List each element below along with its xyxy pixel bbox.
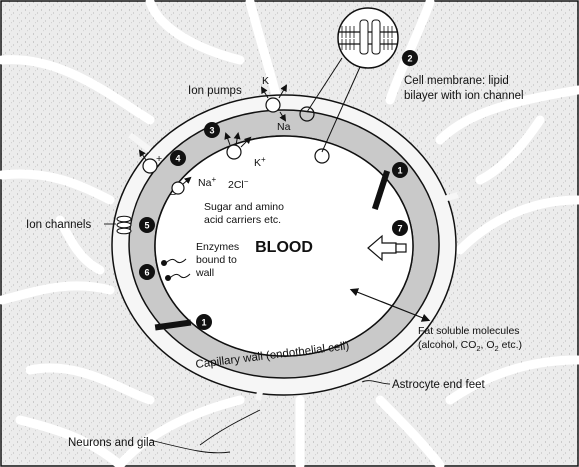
ion-k-plus: K+ bbox=[254, 155, 266, 169]
marker-7: 7 bbox=[392, 220, 408, 236]
marker-6: 6 bbox=[139, 264, 155, 280]
svg-text:1: 1 bbox=[397, 166, 402, 176]
fat-soluble-arrow bbox=[349, 288, 431, 322]
tight-junction-bottom bbox=[154, 319, 192, 331]
svg-text:6: 6 bbox=[144, 268, 149, 278]
ion-pump-3 bbox=[224, 132, 252, 160]
astrocyte-end-feet-label: Astrocyte end feet bbox=[392, 379, 485, 391]
enzymes-label-line2: bound to bbox=[196, 254, 237, 266]
marker-4: 4 bbox=[170, 150, 186, 166]
ion-na-plus: Na+ bbox=[198, 175, 216, 189]
marker-1-bottom: 1 bbox=[196, 314, 212, 330]
fat-soluble-label-line2: (alcohol, CO2, O2 etc.) bbox=[418, 339, 522, 353]
sugar-carriers-label-line2: acid carriers etc. bbox=[204, 214, 281, 226]
zoom-line-1 bbox=[306, 57, 343, 113]
marker-5: 5 bbox=[139, 217, 155, 233]
cell-membrane-label-line2: bilayer with ion channel bbox=[404, 90, 524, 102]
marker-1-top: 1 bbox=[392, 162, 408, 178]
ion-channels-label: Ion channels bbox=[26, 219, 91, 231]
membrane-zoom-spot-outer bbox=[299, 106, 315, 122]
ion-channels-icon bbox=[116, 215, 132, 235]
ion-na-top: Na bbox=[277, 121, 291, 133]
zoom-line-2 bbox=[321, 66, 361, 153]
transport-arrow-7 bbox=[367, 234, 407, 262]
tight-junction-top bbox=[371, 170, 391, 210]
svg-text:4: 4 bbox=[175, 154, 180, 164]
svg-text:7: 7 bbox=[397, 224, 402, 234]
svg-text:2: 2 bbox=[407, 54, 412, 64]
cell-membrane-label-line1: Cell membrane: lipid bbox=[404, 75, 509, 87]
ion-minus: − bbox=[170, 189, 176, 201]
ion-k-top: K bbox=[262, 75, 269, 87]
ion-pump-4 bbox=[138, 149, 192, 195]
ion-cl-minus: 2Cl− bbox=[228, 177, 249, 191]
neurons-glia-label: Neurons and gila bbox=[68, 437, 156, 449]
svg-text:3: 3 bbox=[209, 126, 214, 136]
end-feet-gaps bbox=[128, 132, 459, 401]
ion-pump-top bbox=[260, 84, 288, 122]
enzymes-icon bbox=[161, 258, 191, 281]
marker-2: 2 bbox=[402, 50, 418, 66]
blood-label: BLOOD bbox=[255, 239, 313, 256]
leader-lines bbox=[104, 223, 391, 454]
ion-pumps-label: Ion pumps bbox=[188, 85, 242, 97]
ion-plus: + bbox=[156, 153, 162, 165]
marker-3: 3 bbox=[204, 122, 220, 138]
svg-text:5: 5 bbox=[144, 221, 149, 231]
svg-text:1: 1 bbox=[201, 318, 206, 328]
enzymes-label-line3: wall bbox=[195, 267, 214, 279]
fat-soluble-label-line1: Fat soluble molecules bbox=[418, 325, 520, 337]
membrane-zoom-spot-inner bbox=[314, 148, 330, 164]
enzymes-label-line1: Enzymes bbox=[196, 241, 239, 253]
sugar-carriers-label-line1: Sugar and amino bbox=[204, 201, 284, 213]
blood-lumen bbox=[154, 135, 414, 357]
lipid-bilayer-icon bbox=[338, 19, 398, 55]
